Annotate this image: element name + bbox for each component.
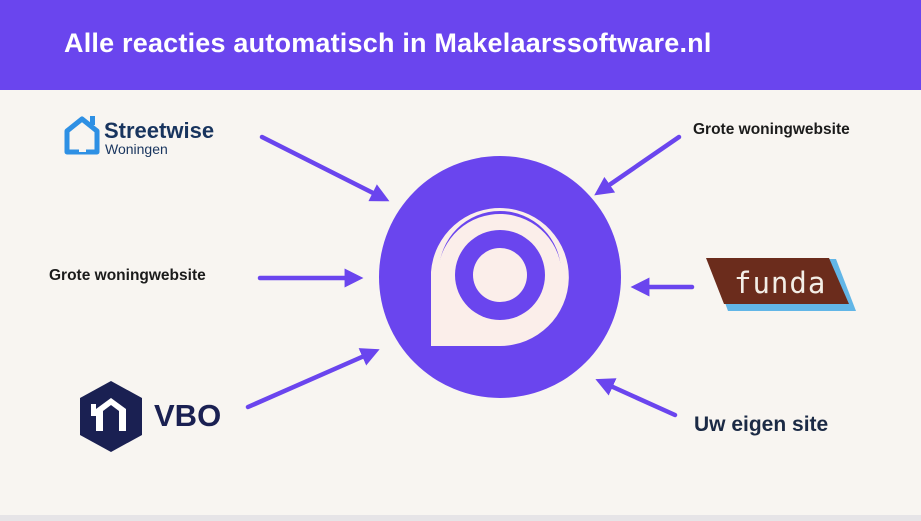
funda-name: funda <box>734 266 827 300</box>
label-top-right: Grote woningwebsite <box>693 121 850 138</box>
label-left: Grote woningwebsite <box>49 267 206 284</box>
vbo-name: VBO <box>154 398 222 433</box>
page-title: Alle reacties automatisch in Makelaarsso… <box>64 28 712 58</box>
makelaarssoftware-logo-icon <box>431 208 569 346</box>
header-bar: Alle reacties automatisch in Makelaarsso… <box>0 0 921 90</box>
arrow-vbo <box>245 348 380 410</box>
arrow-top-right <box>594 134 682 196</box>
bottom-edge <box>0 515 921 521</box>
vbo-house-icon <box>80 381 142 452</box>
streetwise-name: Streetwise <box>104 118 215 143</box>
streetwise-house-icon <box>64 116 100 155</box>
arrow-own-site <box>595 378 678 418</box>
label-own-site: Uw eigen site <box>694 413 829 436</box>
funda-logo <box>706 258 856 311</box>
arrow-streetwise <box>259 134 390 202</box>
streetwise-subtitle: Woningen <box>105 141 168 157</box>
